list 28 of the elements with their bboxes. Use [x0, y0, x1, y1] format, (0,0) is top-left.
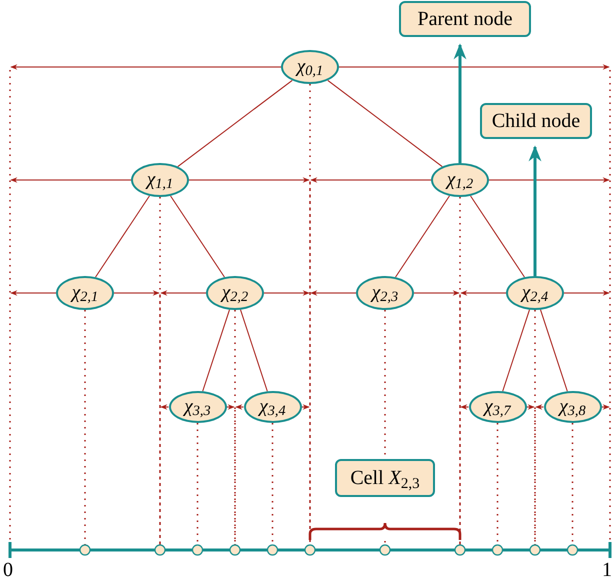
- axis-tick-label: 1: [602, 560, 612, 580]
- tree-branch-line: [177, 80, 293, 168]
- arrow: [528, 145, 542, 276]
- tree-branch-line: [95, 195, 150, 278]
- label-box: Cell X$_{2,3}$: [335, 459, 435, 497]
- tree-node-ellipse: χ$_{3,3}$: [168, 391, 226, 423]
- tree-node-ellipse: χ$_{1,1}$: [131, 163, 189, 197]
- tree-branch-line: [502, 309, 530, 392]
- tree-branch-line: [202, 309, 230, 392]
- tree-node-ellipse: χ$_{3,4}$: [244, 391, 302, 423]
- axis-tick-label: 0: [3, 560, 13, 580]
- tree-node-ellipse: χ$_{2,2}$: [206, 276, 264, 310]
- tree-branch-line: [170, 195, 225, 278]
- tree-node-ellipse: χ$_{0,1}$: [281, 50, 339, 84]
- tree-branch-line: [470, 195, 525, 278]
- tree-node-ellipse: χ$_{2,1}$: [56, 276, 114, 310]
- tree-branch-line: [540, 309, 568, 392]
- tree-node-ellipse: χ$_{1,2}$: [431, 163, 489, 197]
- tree-node-ellipse: χ$_{2,4}$: [506, 276, 564, 310]
- tree-node-ellipse: χ$_{3,8}$: [544, 391, 602, 423]
- label-box: Parent node: [399, 1, 531, 37]
- tree-branch-line: [240, 309, 268, 392]
- arrow: [454, 43, 466, 163]
- tree-node-ellipse: χ$_{2,3}$: [356, 276, 414, 310]
- tree-branch-line: [327, 80, 443, 168]
- label-box: Child node: [480, 103, 592, 139]
- tree-node-ellipse: χ$_{3,7}$: [468, 391, 526, 423]
- tree-branch-line: [395, 195, 450, 278]
